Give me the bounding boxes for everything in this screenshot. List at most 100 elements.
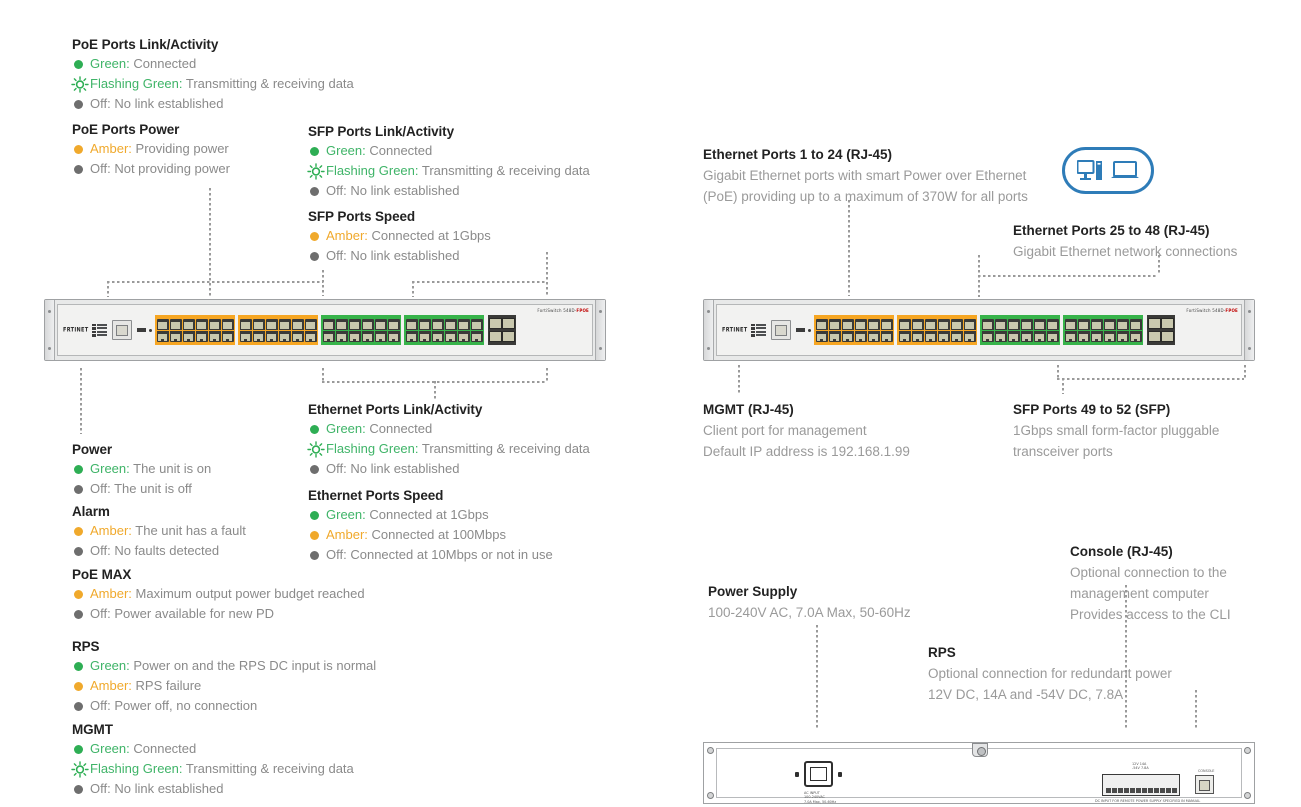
callout-line: Gigabit Ethernet ports with smart Power … — [703, 168, 1027, 183]
led-state-name: Off: — [90, 698, 111, 713]
ethernet-port-group-3 — [980, 315, 1061, 345]
led-state-desc: No link established — [350, 461, 460, 476]
leader-line — [322, 270, 324, 296]
callout-ethernet-ports-25-48: Ethernet Ports 25 to 48 (RJ-45) Gigabit … — [1013, 221, 1237, 262]
mgmt-port — [112, 320, 133, 340]
poe-port-group-2 — [238, 315, 319, 345]
reset-button-icon — [808, 328, 812, 332]
rps-voltage-label: 12V 14A -54V 7.8A — [1132, 762, 1149, 771]
led-state-desc: Connected — [133, 741, 197, 756]
poe-max-led-icon — [751, 330, 767, 333]
leader-line — [1057, 378, 1244, 380]
led-state-name: Flashing Green: — [326, 163, 419, 178]
legend-sfp-link-activity: SFP Ports Link/Activity Green: Connected… — [307, 122, 590, 201]
led-state-desc: Connected at 100Mbps — [371, 527, 506, 542]
led-row: Green: Connected — [308, 419, 590, 439]
led-dot-green-icon — [308, 419, 324, 439]
legend-rps: RPS Green: Power on and the RPS DC input… — [72, 637, 376, 716]
led-state-desc: Transmitting & receiving data — [185, 761, 354, 776]
led-state-name: Off: — [90, 781, 111, 796]
led-flashing-green-icon — [307, 161, 325, 181]
leader-line — [107, 281, 109, 297]
power-led-icon — [92, 323, 108, 326]
led-dot-off-icon — [72, 779, 88, 799]
led-state-desc: Connected at 1Gbps — [369, 507, 489, 522]
legend-title: Ethernet Ports Link/Activity — [308, 402, 483, 417]
screw-icon — [1244, 747, 1251, 754]
led-dot-off-icon — [72, 696, 88, 716]
led-state-name: Flashing Green: — [326, 441, 419, 456]
led-state-name: Off: — [90, 96, 111, 111]
led-row: Off: Not providing power — [72, 159, 230, 179]
led-row: Off: The unit is off — [72, 479, 211, 499]
legend-title: SFP Ports Speed — [308, 209, 416, 224]
led-flashing-green-icon — [71, 74, 89, 94]
rear-faceplate: AC INPUT 100-240VAC 7.0A Max, 50-60Hz 12… — [716, 743, 1242, 804]
led-dot-off-icon — [308, 545, 324, 565]
callout-line: Default IP address is 192.168.1.99 — [703, 444, 910, 459]
led-row: Flashing Green: Transmitting & receiving… — [71, 74, 354, 94]
led-state-desc: Connected at 1Gbps — [371, 228, 491, 243]
mgmt-led-icon — [137, 328, 147, 332]
callout-title: Power Supply — [708, 584, 798, 599]
callout-line: Gigabit Ethernet network connections — [1013, 244, 1238, 259]
callout-console: Console (RJ-45) Optional connection to t… — [1070, 542, 1231, 625]
led-row: Off: Power off, no connection — [72, 696, 376, 716]
led-dot-off-icon — [308, 459, 324, 479]
led-dot-amber-icon — [72, 139, 88, 159]
led-row: Green: Power on and the RPS DC input is … — [72, 656, 376, 676]
desktop-computer-icon — [1077, 159, 1102, 180]
led-row: Green: Connected at 1Gbps — [308, 505, 553, 525]
led-dot-off-icon — [308, 181, 324, 201]
model-label: FortiSwitch 548D-FPOE — [537, 308, 589, 313]
led-state-desc: Not providing power — [114, 161, 230, 176]
leader-line — [1195, 690, 1197, 730]
led-state-desc: Maximum output power budget reached — [135, 586, 365, 601]
led-dot-green-icon — [308, 141, 324, 161]
led-row: Green: Connected — [308, 141, 590, 161]
leader-line — [816, 625, 818, 730]
leader-line — [848, 200, 850, 296]
led-row: Flashing Green: Transmitting & receiving… — [71, 759, 354, 779]
led-dot-amber-icon — [72, 521, 88, 541]
led-state-name: Amber: — [90, 678, 132, 693]
led-dot-green-icon — [308, 505, 324, 525]
led-state-desc: Connected — [133, 56, 197, 71]
callout-title: SFP Ports 49 to 52 (SFP) — [1013, 402, 1171, 417]
power-led-icon — [751, 323, 767, 326]
legend-title: PoE Ports Power — [72, 122, 180, 137]
callout-line: 100-240V AC, 7.0A Max, 50-60Hz — [708, 605, 911, 620]
poe-port-group-1 — [155, 315, 236, 345]
leader-line — [412, 281, 414, 297]
led-state-desc: Connected — [369, 143, 433, 158]
led-row: Amber: The unit has a fault — [72, 521, 246, 541]
rack-ear-left — [45, 300, 55, 360]
led-dot-off-icon — [72, 541, 88, 561]
mgmt-port — [771, 320, 792, 340]
led-state-name: Amber: — [90, 586, 132, 601]
led-state-name: Green: — [90, 56, 130, 71]
led-state-desc: Power on and the RPS DC input is normal — [133, 658, 377, 673]
led-state-desc: RPS failure — [135, 678, 202, 693]
legend-sfp-speed: SFP Ports Speed Amber: Connected at 1Gbp… — [308, 207, 491, 266]
callout-ethernet-ports-1-24: Ethernet Ports 1 to 24 (RJ-45) Gigabit E… — [703, 145, 1028, 207]
led-state-name: Amber: — [90, 523, 132, 538]
leader-line — [1062, 378, 1064, 394]
ethernet-port-group-4 — [404, 315, 485, 345]
callout-title: Ethernet Ports 1 to 24 (RJ-45) — [703, 147, 893, 162]
ac-power-inlet — [804, 761, 833, 787]
callout-title: Ethernet Ports 25 to 48 (RJ-45) — [1013, 223, 1210, 238]
leader-line — [107, 281, 323, 283]
led-state-name: Green: — [326, 507, 366, 522]
fortinet-logo: FRTINET — [722, 326, 748, 334]
legend-title: RPS — [72, 639, 100, 654]
model-label: FortiSwitch 548D-FPOE — [1186, 308, 1238, 313]
callout-line: 1Gbps small form-factor pluggable — [1013, 423, 1220, 438]
legend-title: Ethernet Ports Speed — [308, 488, 444, 503]
callout-title: Console (RJ-45) — [1070, 544, 1173, 559]
led-row: Flashing Green: Transmitting & receiving… — [307, 161, 590, 181]
ac-screw-icon — [795, 772, 799, 777]
console-port — [1195, 775, 1214, 794]
faceplate: FRTINET — [716, 304, 1242, 356]
leader-line — [546, 252, 548, 297]
